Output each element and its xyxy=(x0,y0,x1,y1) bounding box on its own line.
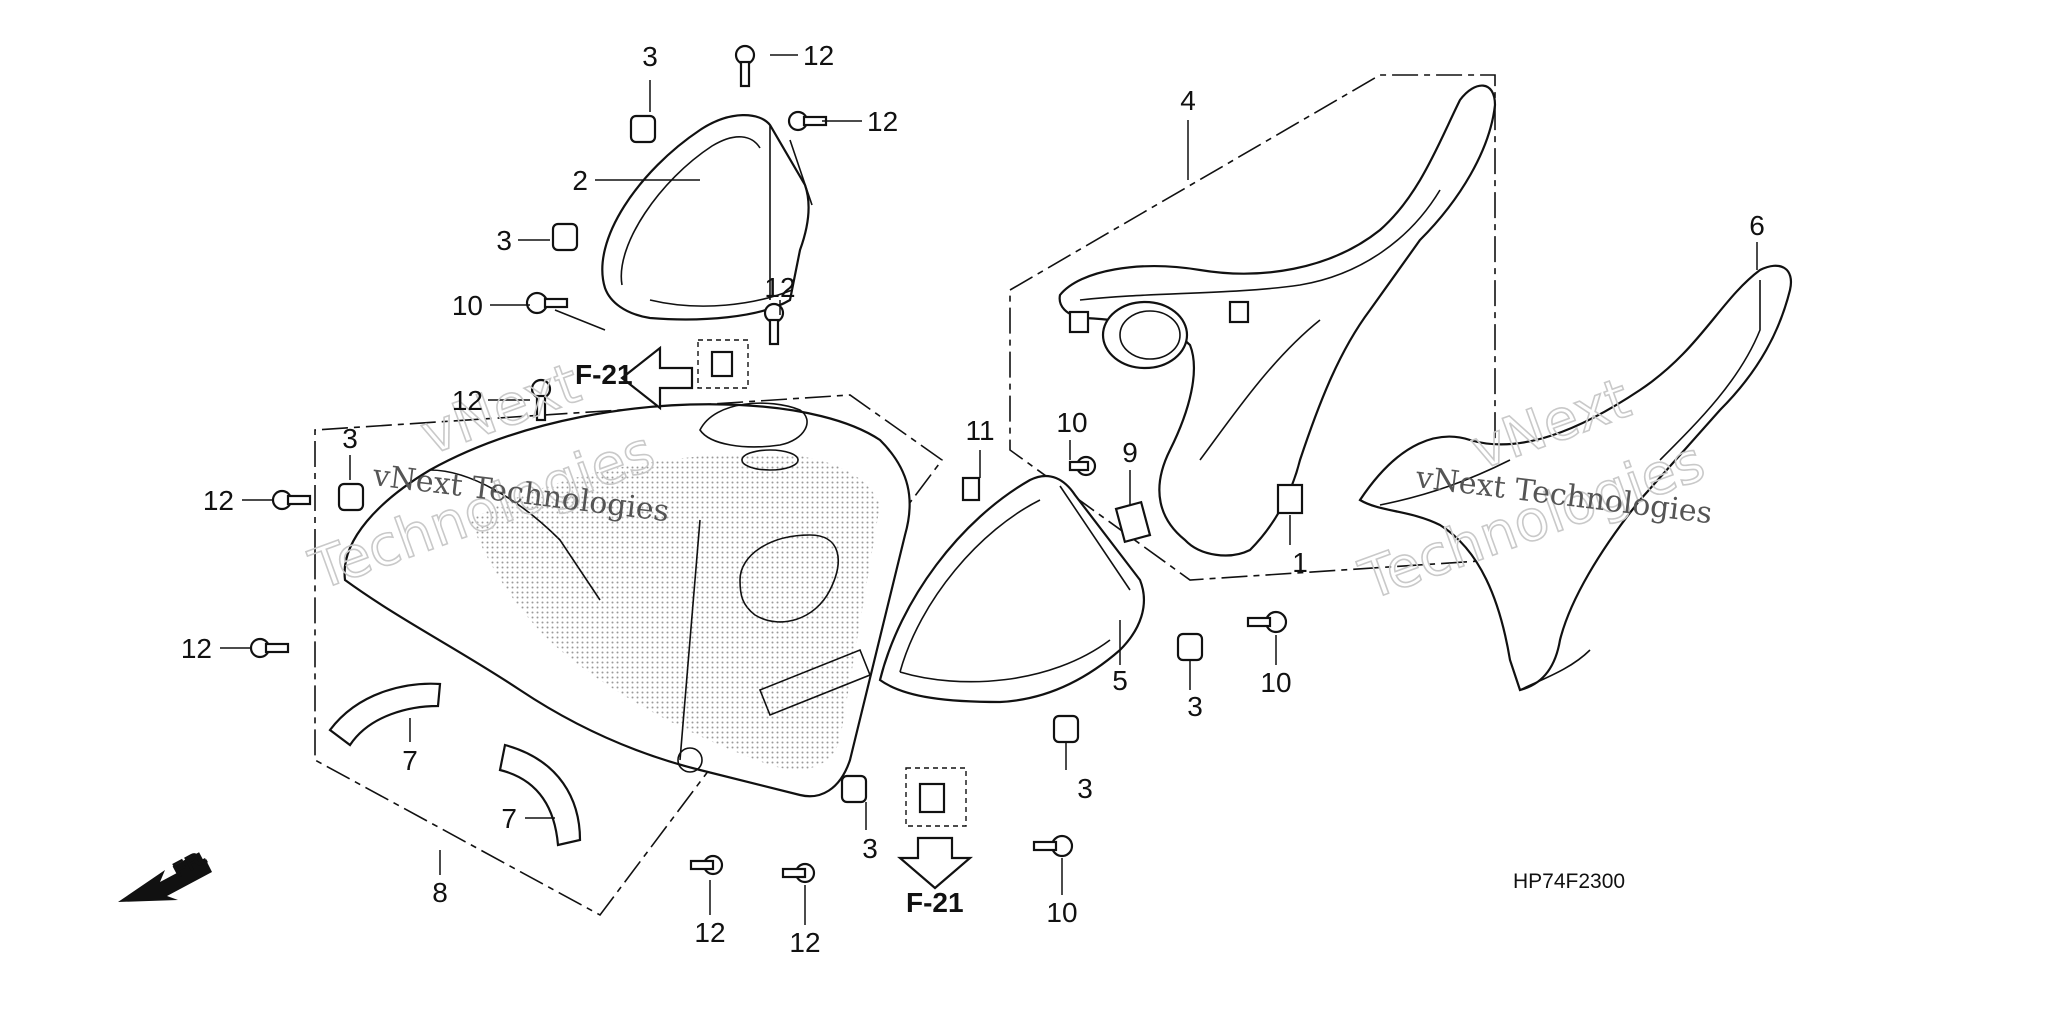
pad-part-9 xyxy=(1114,500,1152,544)
clip-box-lower xyxy=(905,767,967,827)
upper-shroud-part xyxy=(601,114,813,321)
clip-lower xyxy=(918,782,946,814)
callout-12-top-right: 12 xyxy=(867,106,898,137)
callout-1: 1 xyxy=(1292,547,1308,578)
arrow-down-f21-icon xyxy=(897,836,973,890)
callout-3-top: 3 xyxy=(642,41,658,72)
callout-6: 6 xyxy=(1749,210,1765,241)
reference-f21-left: F-21 xyxy=(575,359,633,390)
callout-12-tank-top: 12 xyxy=(452,385,483,416)
diagram-code: HP74F2300 xyxy=(1513,870,1625,893)
callout-12-mid: 12 xyxy=(764,272,795,303)
callout-12-bottom-left: 12 xyxy=(694,917,725,948)
callout-8: 8 xyxy=(432,877,448,908)
callout-3-center: 3 xyxy=(1187,691,1203,722)
clip-box-upper xyxy=(697,339,749,389)
callout-11: 11 xyxy=(965,415,994,446)
clip-upper xyxy=(710,350,734,378)
front-direction-arrow-icon xyxy=(118,852,212,902)
pad-part-left xyxy=(328,682,442,747)
side-cover-part xyxy=(1058,84,1497,557)
callout-2: 2 xyxy=(572,165,588,196)
callout-7-bottom: 7 xyxy=(501,803,517,834)
callout-9: 9 xyxy=(1122,437,1138,468)
callout-12-tank-left: 12 xyxy=(203,485,234,516)
callout-4: 4 xyxy=(1180,85,1196,116)
pad-part-bottom xyxy=(498,743,582,847)
callout-3-lower: 3 xyxy=(1077,773,1093,804)
grommet-part-1 xyxy=(1276,483,1304,515)
callout-10-left: 10 xyxy=(452,290,483,321)
callout-3-tank: 3 xyxy=(342,423,358,454)
group-outline-tank xyxy=(314,394,944,917)
callout-3-left: 3 xyxy=(496,225,512,256)
fastener-group xyxy=(249,44,1288,884)
callout-7-left: 7 xyxy=(402,745,418,776)
callout-12-tank-lower: 12 xyxy=(181,633,212,664)
callout-12-bottom-mid: 12 xyxy=(789,927,820,958)
callout-5: 5 xyxy=(1112,665,1128,696)
tank-cover-part xyxy=(343,402,911,798)
callout-12-top: 12 xyxy=(803,40,834,71)
reference-f21-bottom: F-21 xyxy=(906,887,964,918)
callout-10-bottom: 10 xyxy=(1046,897,1077,928)
center-shroud-part xyxy=(878,474,1145,704)
arrow-left-f21-icon xyxy=(620,345,694,411)
callout-10-center: 10 xyxy=(1056,407,1087,438)
leader-lines xyxy=(220,54,1758,925)
right-side-cover-part xyxy=(1358,264,1793,692)
callout-3-bottom: 3 xyxy=(862,833,878,864)
callout-10-right: 10 xyxy=(1260,667,1291,698)
